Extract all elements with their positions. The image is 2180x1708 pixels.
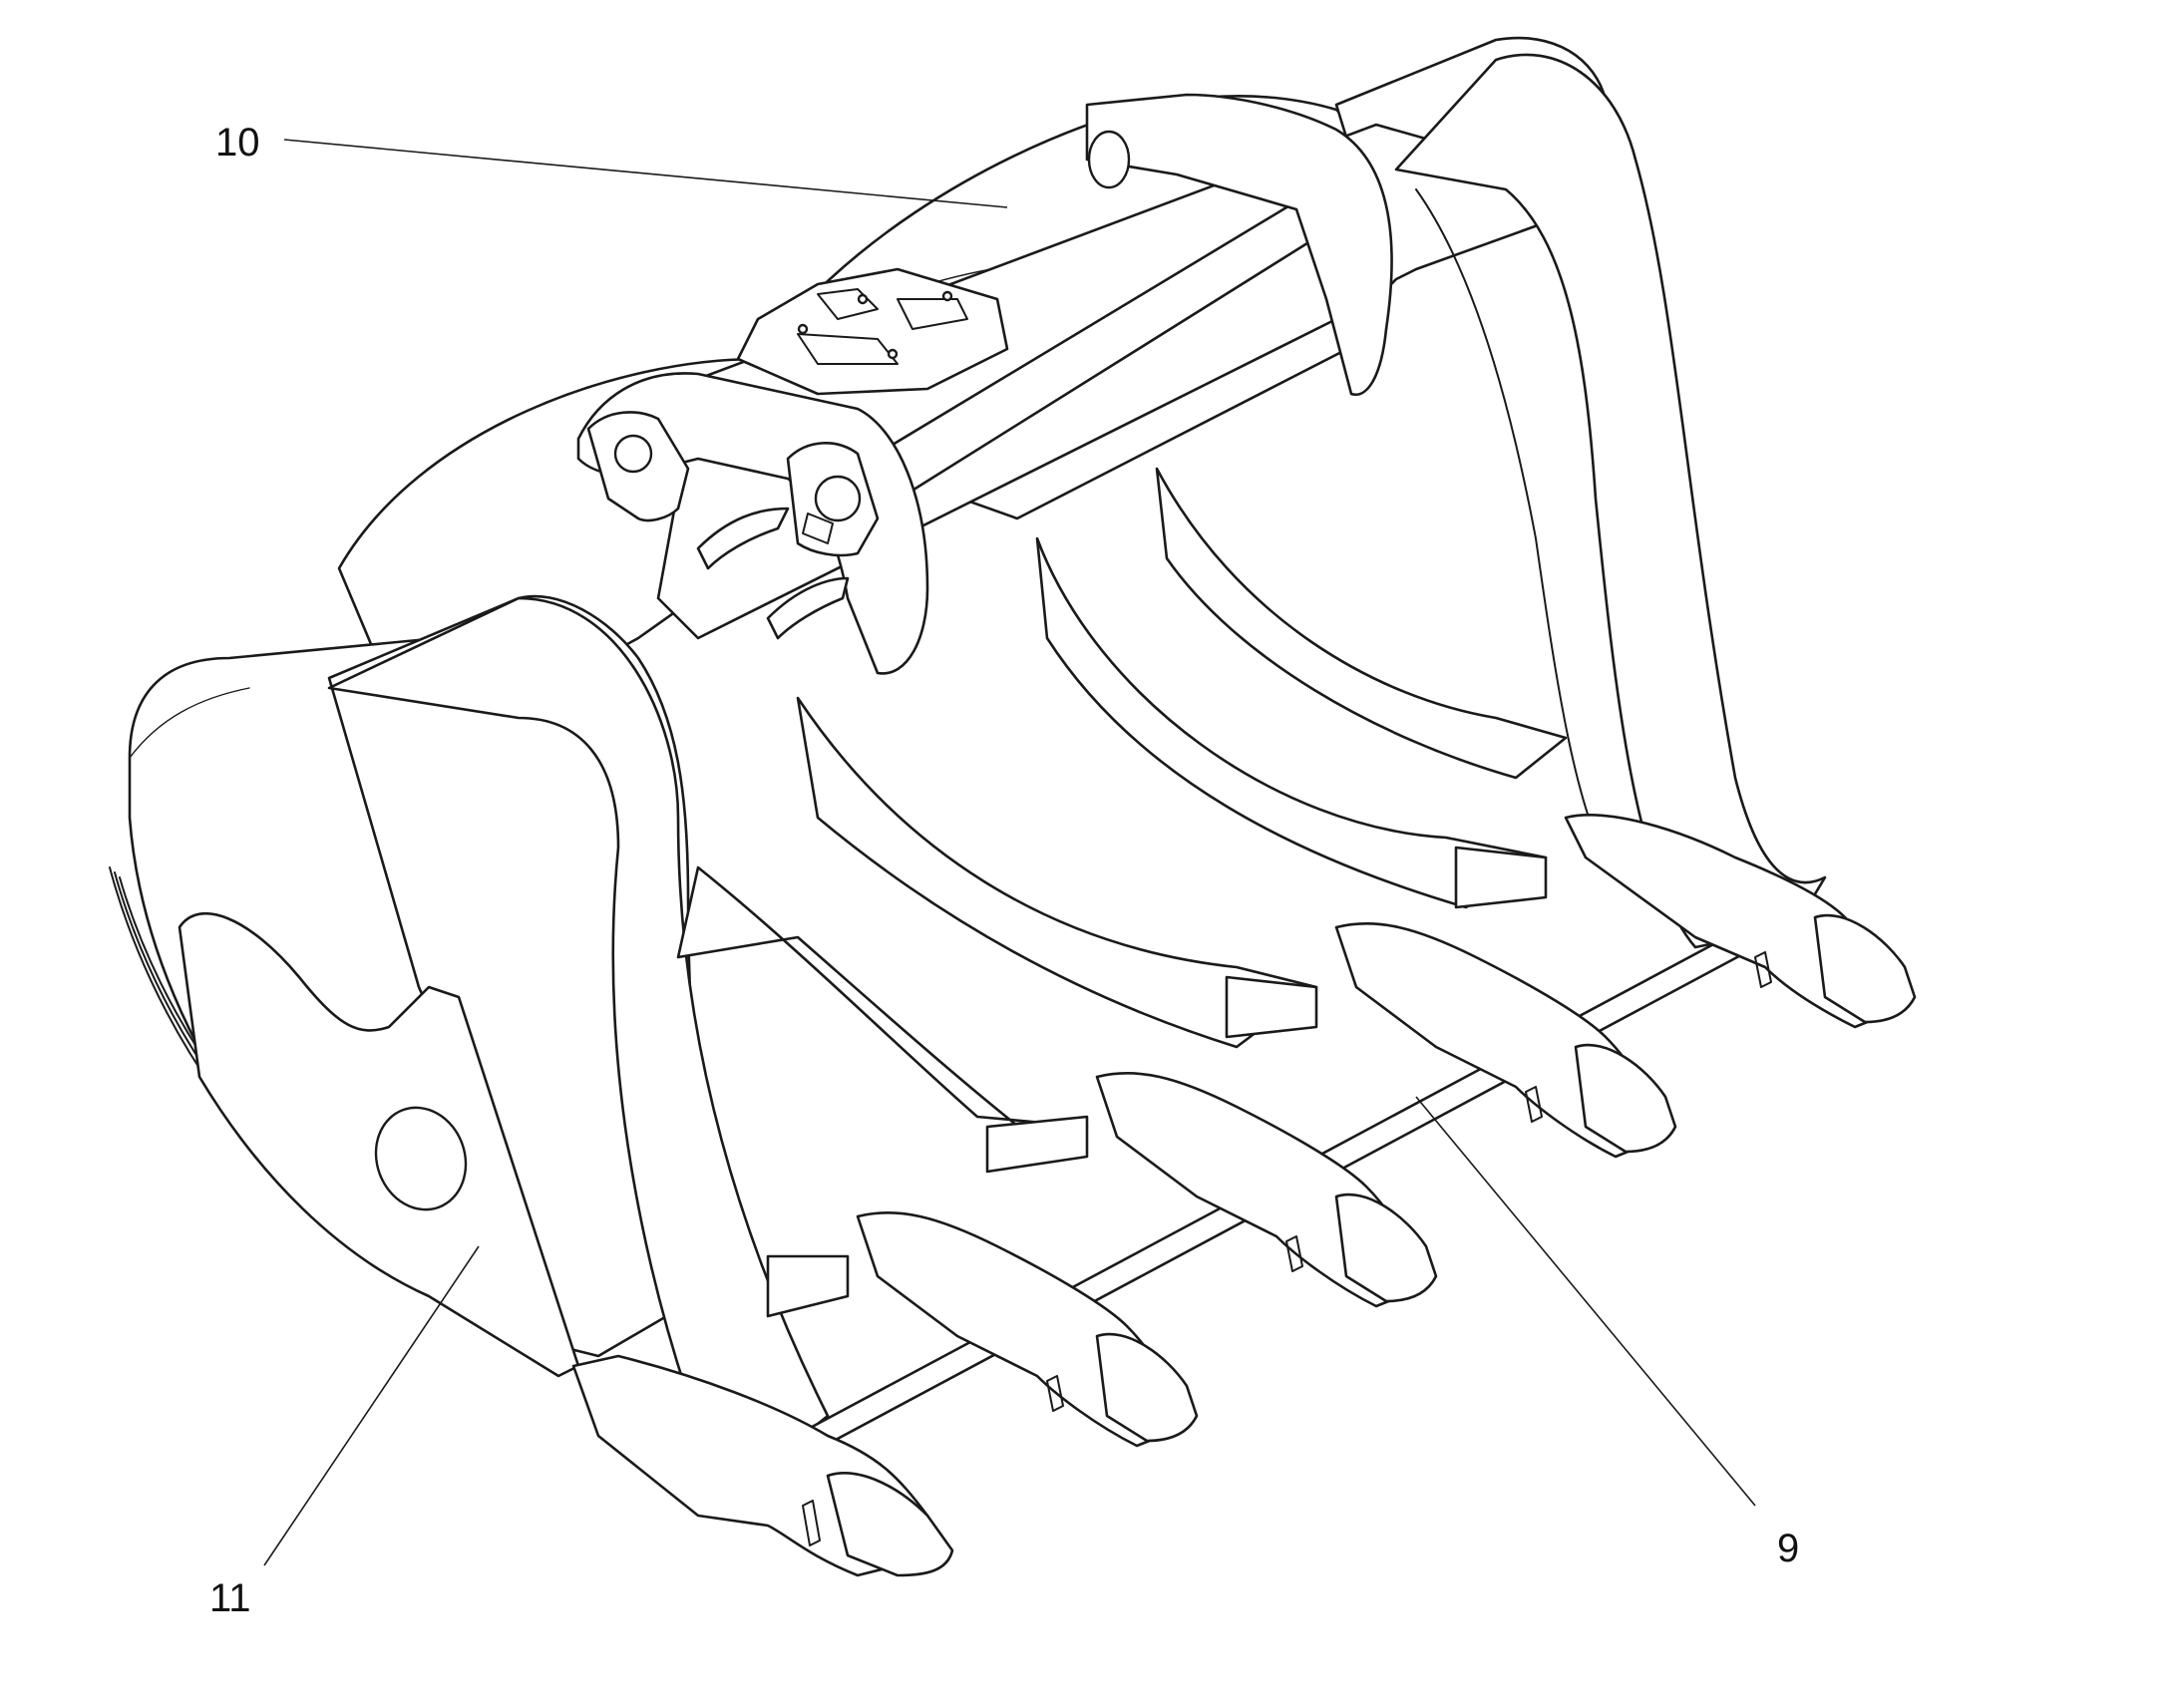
tooth-2-tip (1095, 1332, 1199, 1443)
tine-block-2 (985, 1115, 1089, 1174)
top-mount-lug-right (1085, 93, 1393, 397)
callout-9: 9 (1777, 1527, 1799, 1570)
leader-9 (1415, 1096, 1756, 1507)
top-mount-hole (1087, 130, 1131, 189)
shank-left (327, 596, 830, 1458)
tooth-3-tip (1334, 1193, 1438, 1303)
tine-block-4 (1454, 846, 1548, 909)
leader-11 (263, 1245, 480, 1566)
shank-right (1394, 53, 1827, 949)
tine-4 (1155, 467, 1568, 780)
side-plate-hole (374, 1106, 468, 1211)
callout-10: 10 (215, 121, 260, 165)
callout-11: 11 (209, 1576, 251, 1620)
leader-10 (283, 139, 1008, 208)
mounting-bracket (736, 267, 1009, 396)
tooth-5-tip (1813, 913, 1917, 1024)
tine-block-3 (1225, 975, 1318, 1039)
tooth-1-tip (826, 1472, 954, 1577)
tine-block-1 (766, 1254, 850, 1318)
hook-plate (696, 507, 790, 570)
tooth-4-tip (1574, 1043, 1677, 1154)
